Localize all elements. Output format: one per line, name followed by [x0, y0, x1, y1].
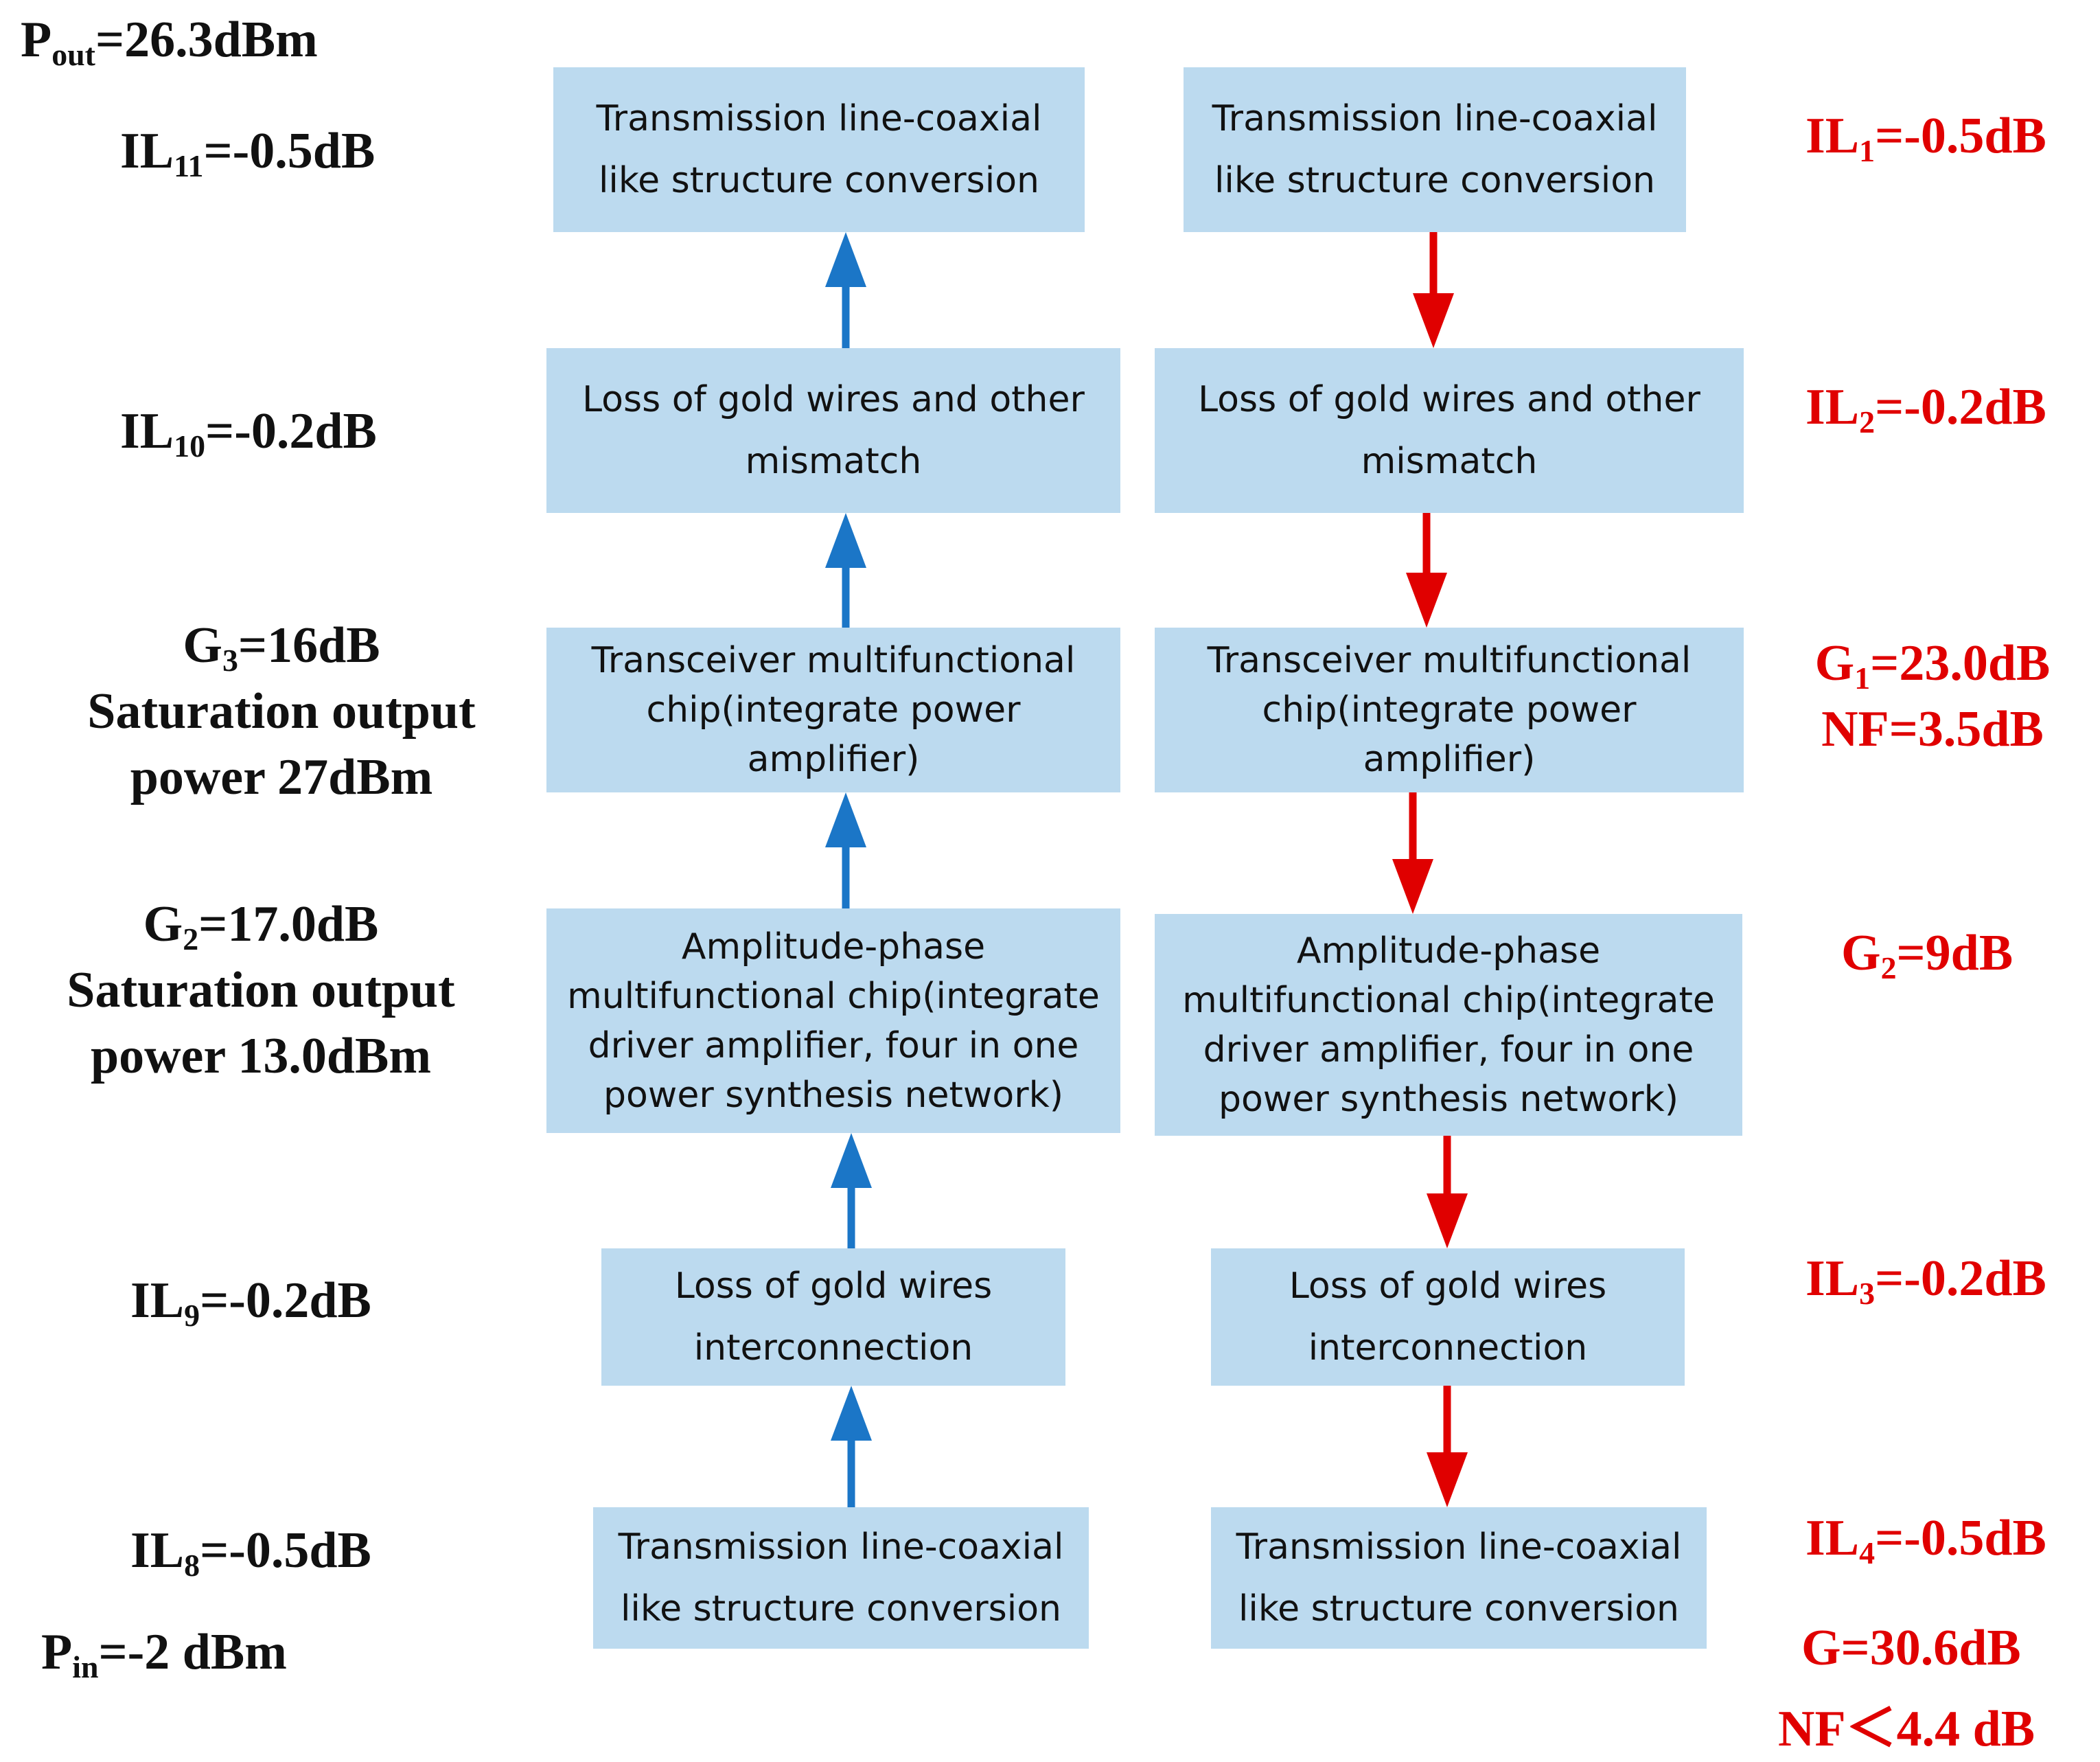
label-g2-left-block: G2=17.0dB Saturation output power 13.0dB…: [27, 891, 494, 1089]
down-arrow-1-head: [1413, 293, 1454, 348]
label-g2-right: G2=9dB: [1841, 920, 2013, 986]
label-il2-value: =-0.2dB: [1875, 379, 2046, 435]
label-total-gain: G=30.6dB: [1801, 1620, 2021, 1676]
label-il2-base: IL: [1805, 379, 1860, 435]
label-il11-base: IL: [120, 123, 174, 179]
label-il3: IL3=-0.2dB: [1805, 1246, 2046, 1312]
label-il8-value: =-0.5dB: [200, 1522, 371, 1579]
label-g2-left-sub: 2: [183, 921, 199, 957]
label-pin-sub: in: [72, 1649, 99, 1684]
label-pout-base: P: [21, 12, 52, 68]
left-box-amplitude-phase-chip: Amplitude-phase multifunctional chip(int…: [546, 908, 1120, 1133]
label-g3-base: G: [183, 617, 222, 674]
label-g2-right-base: G: [1841, 925, 1881, 981]
label-il4-sub: 4: [1859, 1535, 1876, 1570]
right-box-transmission-coaxial-bottom: Transmission line-coaxial like structure…: [1211, 1507, 1707, 1649]
label-g2-left-line2: Saturation output: [67, 962, 455, 1018]
right-box-transmission-coaxial-top: Transmission line-coaxial like structure…: [1184, 67, 1686, 232]
label-pin-base: P: [41, 1624, 73, 1680]
label-g3-line1: G3=16dB: [48, 613, 515, 678]
label-g3-block: G3=16dB Saturation output power 27dBm: [48, 613, 515, 810]
label-g2-right-sub: 2: [1880, 950, 1897, 985]
label-g3-sub: 3: [222, 642, 238, 678]
label-g2-left-line1: G2=17.0dB: [27, 891, 494, 957]
label-il9: IL9=-0.2dB: [130, 1268, 371, 1334]
label-g1-line1: G1=23.0dB: [1764, 630, 2100, 696]
label-nf-chip: NF=3.5dB: [1821, 701, 2044, 757]
label-pout: Pout=26.3dBm: [21, 7, 318, 73]
down-arrow-5-head: [1427, 1452, 1468, 1507]
label-il3-value: =-0.2dB: [1875, 1250, 2046, 1307]
label-il3-base: IL: [1805, 1250, 1860, 1307]
label-g1-sub: 1: [1854, 660, 1871, 696]
label-g3-line3: power 27dBm: [130, 749, 433, 805]
label-g2-left-value: =17.0dB: [198, 896, 379, 952]
up-arrow-2-head: [825, 513, 866, 568]
left-box-transceiver-chip: Transceiver multifunctional chip(integra…: [546, 628, 1120, 792]
label-il9-value: =-0.2dB: [200, 1272, 371, 1329]
right-box-gold-wire-mismatch: Loss of gold wires and other mismatch: [1155, 348, 1744, 513]
label-il10-base: IL: [120, 403, 174, 459]
right-box-gold-wire-interconnection: Loss of gold wires interconnection: [1211, 1248, 1685, 1386]
label-il2-sub: 2: [1859, 404, 1876, 439]
label-pin-value: =-2 dBm: [98, 1624, 287, 1680]
label-g1-base: G: [1814, 635, 1855, 691]
down-arrow-4-head: [1427, 1193, 1468, 1248]
label-g2-right-value: =9dB: [1896, 925, 2014, 981]
label-il2: IL2=-0.2dB: [1805, 374, 2046, 440]
left-box-gold-wire-interconnection: Loss of gold wires interconnection: [601, 1248, 1065, 1386]
label-il9-sub: 9: [184, 1297, 200, 1333]
label-il1: IL1=-0.5dB: [1805, 103, 2046, 169]
label-il10-value: =-0.2dB: [205, 403, 377, 459]
left-box-transmission-coaxial-top: Transmission line-coaxial like structure…: [553, 67, 1085, 232]
label-il4: IL4=-0.5dB: [1805, 1505, 2046, 1571]
right-box-amplitude-phase-chip: Amplitude-phase multifunctional chip(int…: [1155, 914, 1742, 1136]
label-il10-sub: 10: [174, 428, 206, 464]
label-g3-line2: Saturation output: [87, 683, 476, 740]
label-pout-value: =26.3dBm: [95, 12, 318, 68]
label-g3-value: =16dB: [238, 617, 380, 674]
up-arrow-5-head: [831, 1386, 872, 1441]
label-il10: IL10=-0.2dB: [120, 398, 377, 464]
left-box-gold-wire-mismatch: Loss of gold wires and other mismatch: [546, 348, 1120, 513]
label-il1-sub: 1: [1859, 133, 1876, 168]
down-arrow-3-head: [1392, 859, 1433, 914]
up-arrow-3-head: [825, 792, 866, 847]
up-arrow-1-head: [825, 232, 866, 287]
label-g1-block: G1=23.0dB NF=3.5dB: [1764, 630, 2100, 762]
arrow-layer: [825, 232, 1468, 1507]
label-il1-base: IL: [1805, 108, 1860, 164]
label-pout-sub: out: [51, 36, 95, 72]
label-il11-sub: 11: [174, 148, 204, 183]
label-pin: Pin=-2 dBm: [41, 1619, 287, 1685]
label-g1-value: =23.0dB: [1870, 635, 2051, 691]
label-g2-left-line3: power 13.0dBm: [90, 1028, 432, 1084]
label-il3-sub: 3: [1859, 1275, 1876, 1311]
label-il1-value: =-0.5dB: [1875, 108, 2046, 164]
label-il4-base: IL: [1805, 1510, 1860, 1566]
label-il4-value: =-0.5dB: [1875, 1510, 2046, 1566]
label-g2-left-base: G: [143, 896, 183, 952]
label-il9-base: IL: [130, 1272, 185, 1329]
label-il11-value: =-0.5dB: [203, 123, 376, 179]
up-arrow-4-head: [831, 1133, 872, 1188]
label-il8: IL8=-0.5dB: [130, 1518, 371, 1583]
label-il8-base: IL: [130, 1522, 185, 1579]
right-box-transceiver-chip: Transceiver multifunctional chip(integra…: [1155, 628, 1744, 792]
down-arrow-2-head: [1406, 573, 1447, 628]
label-total-nf: NF＜4.4 dB: [1778, 1701, 2035, 1757]
label-il11: IL11=-0.5dB: [120, 118, 375, 184]
label-il8-sub: 8: [184, 1547, 200, 1583]
left-box-transmission-coaxial-bottom: Transmission line-coaxial like structure…: [593, 1507, 1089, 1649]
